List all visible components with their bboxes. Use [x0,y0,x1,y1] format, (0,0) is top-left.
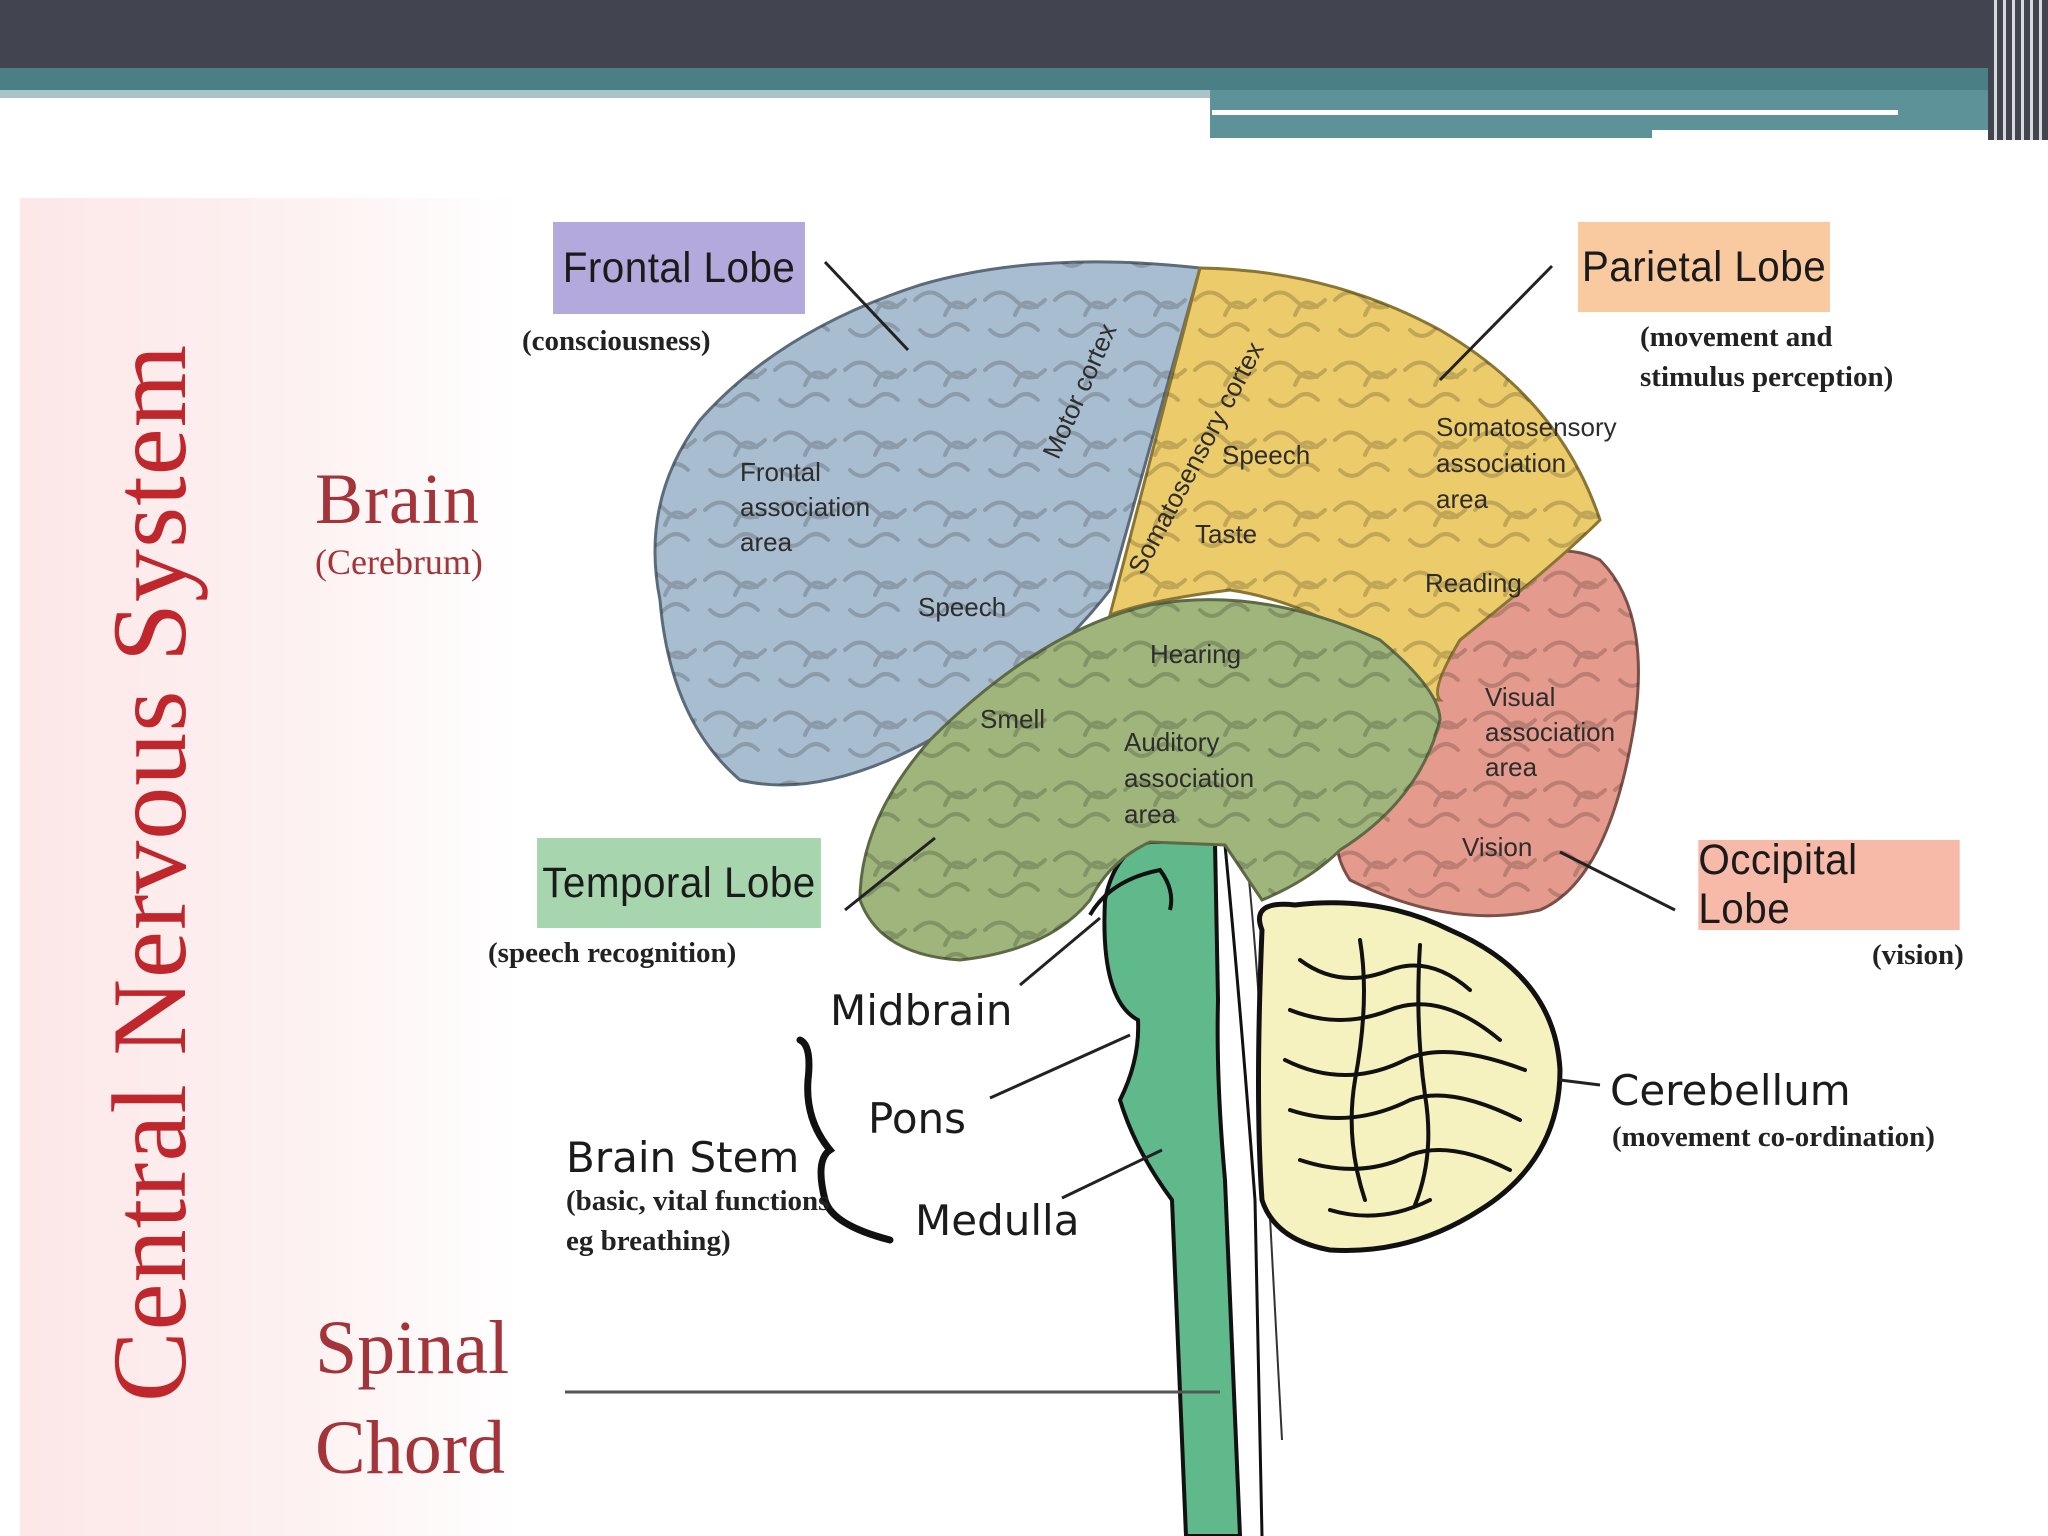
reading-label: Reading [1425,568,1522,598]
hearing-label: Hearing [1150,639,1242,669]
medulla-label: Medulla [915,1196,1080,1245]
header-accent-line-short [1652,130,2008,138]
frontal-lobe-label: Frontal Lobe [553,222,805,314]
frontal-lobe-pointer [823,260,910,352]
brain-sublabel: (Cerebrum) [315,542,483,582]
occipital-lobe-pointer [1559,850,1676,912]
header-accent-line [1212,110,1898,115]
cerebellum-folia [1283,938,1527,1218]
pons-label: Pons [868,1094,967,1143]
spinal-label-line1: Spinal [315,1306,510,1390]
spinal-cord-edge [1223,844,1264,1536]
parietal-lobe-label: Parietal Lobe [1578,222,1830,312]
parietal-lobe-note-2: stimulus perception) [1640,361,1894,393]
occipital-lobe-note: (vision) [1872,939,1964,971]
midbrain-shape [1088,867,1174,917]
somatosensory-association-label-2: association [1436,448,1567,478]
occipital-lobe-texture [1336,551,1639,916]
brain-stem-note-2: eg breathing) [566,1225,731,1257]
cerebellum-label: Cerebellum [1610,1066,1851,1115]
speech-parietal-label: Speech [1222,440,1311,470]
medulla-pointer [1061,1148,1163,1200]
frontal-association-label-3: area [740,527,793,557]
frontal-association-label-2: association [740,492,871,522]
midbrain-pointer [1019,916,1101,987]
spinal-label-line2: Chord [315,1406,505,1490]
frontal-association-label-1: Frontal [740,457,821,487]
temporal-lobe-label: Temporal Lobe [537,838,821,928]
visual-association-label-1: Visual [1485,682,1556,712]
cerebellum-shape [1256,900,1563,1253]
somatosensory-association-label-1: Somatosensory [1436,412,1617,442]
cerebellum-pointer [1559,1078,1601,1087]
taste-label: Taste [1195,519,1258,549]
brain-stem-brace [796,1036,894,1244]
vision-label: Vision [1462,832,1533,862]
left-title-panel [20,198,520,1536]
auditory-association-label-3: area [1124,799,1177,829]
frontal-lobe-note: (consciousness) [522,325,711,357]
top-header-bar [0,0,2048,68]
temporal-lobe-note: (speech recognition) [488,937,737,969]
header-accent-light [0,90,1210,98]
header-accent-bar [0,68,2048,90]
occipital-lobe-label: Occipital Lobe [1698,836,1960,933]
temporal-lobe-texture [860,599,1440,960]
temporal-lobe-pointer [844,836,936,912]
cerebellum-note: (movement co-ordination) [1612,1121,1935,1153]
visual-association-label-3: area [1485,752,1538,782]
frontal-lobe-texture [655,261,1200,785]
spinal-cord [1102,840,1243,1536]
auditory-association-label-2: association [1124,763,1255,793]
smell-label: Smell [980,704,1046,734]
brain-stem-note-1: (basic, vital functions [566,1185,830,1217]
visual-association-label-2: association [1485,717,1616,747]
speech-frontal-label: Speech [918,592,1007,622]
parietal-lobe-pointer [1438,264,1554,382]
parietal-lobe-texture [1110,268,1600,700]
brain-label: Brain [315,459,480,539]
header-side-stripes [1988,0,2048,140]
somatosensory-association-label-3: area [1436,484,1489,514]
brain-stem-label: Brain Stem [566,1133,800,1182]
pons-pointer [989,1033,1131,1100]
midbrain-label: Midbrain [830,986,1013,1035]
auditory-association-label-1: Auditory [1124,727,1220,757]
parietal-lobe-note-1: (movement and [1640,321,1833,353]
